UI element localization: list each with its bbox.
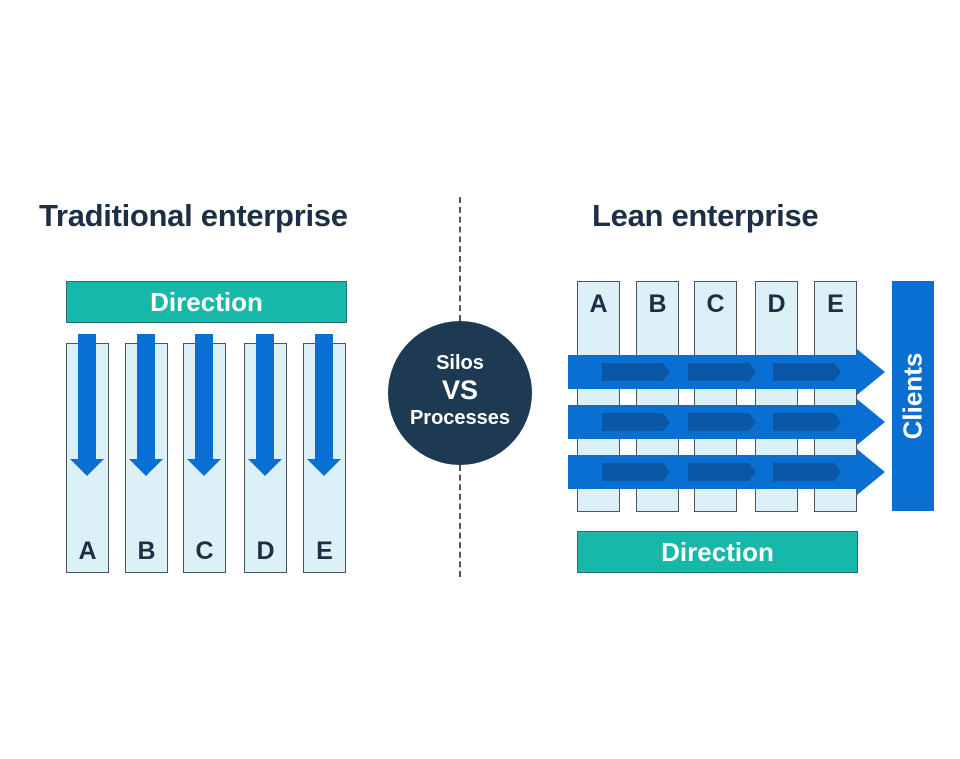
right-column-label: A [589, 290, 608, 318]
right-column-label: B [648, 290, 667, 318]
circle-line-processes: Processes [409, 407, 511, 429]
clients-box: Clients [892, 281, 934, 511]
right-column-label: C [706, 290, 725, 318]
silos-vs-processes-circle: Silos VS Processes [388, 321, 532, 465]
chevron-icon [773, 463, 841, 481]
left-direction-label: Direction [150, 286, 263, 317]
down-arrow-icon [187, 334, 221, 476]
down-arrow-icon [70, 334, 104, 476]
chevron-icon [602, 413, 670, 431]
process-arrow-2 [568, 399, 885, 445]
left-column-label: B [137, 537, 156, 565]
down-arrow-icon [129, 334, 163, 476]
process-arrow-1 [568, 349, 885, 395]
left-column-label: A [78, 537, 97, 565]
right-column-label: D [767, 290, 786, 318]
right-direction-label: Direction [661, 536, 774, 567]
down-arrow-icon [248, 334, 282, 476]
chevron-icon [773, 363, 841, 381]
chevron-icon [688, 463, 756, 481]
right-column-label: E [827, 290, 844, 318]
chevron-icon [688, 363, 756, 381]
divider-bottom [459, 465, 461, 577]
circle-line-silos: Silos [436, 352, 484, 374]
left-column-label: C [195, 537, 214, 565]
chevron-icon [773, 413, 841, 431]
chevron-icon [688, 413, 756, 431]
chevron-icon [602, 463, 670, 481]
process-arrow-3 [568, 449, 885, 495]
process-arrows [568, 349, 885, 495]
chevron-icon [602, 363, 670, 381]
traditional-enterprise-title: Traditional enterprise [39, 198, 348, 233]
left-column-label: D [256, 537, 275, 565]
down-arrow-icon [307, 334, 341, 476]
circle-line-vs: VS [441, 375, 479, 405]
down-arrows [70, 334, 341, 476]
right-direction-box: Direction [577, 531, 858, 573]
left-column-label: E [316, 537, 333, 565]
divider-top [459, 197, 461, 321]
lean-enterprise-title: Lean enterprise [592, 198, 819, 233]
left-direction-box: Direction [66, 281, 347, 323]
